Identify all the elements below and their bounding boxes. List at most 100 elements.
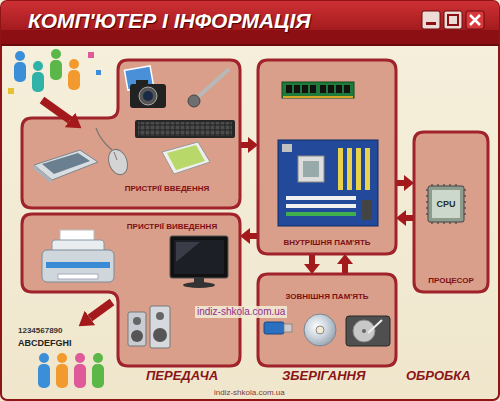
stage-caption: ПЕРЕДАЧА: [146, 369, 218, 384]
ram-module-icon: [336, 85, 342, 93]
title-bar: [1, 30, 499, 45]
panel-outline: [22, 60, 240, 208]
title-bar: [1, 44, 499, 46]
motherboard-icon: [286, 212, 356, 216]
monitor-icon: [176, 242, 200, 262]
flow-arrow: [42, 100, 70, 120]
ram-module-icon: [282, 82, 354, 98]
panel-label: ВНУТРІШНЯ ПАМ'ЯТЬ: [283, 238, 370, 248]
audience-people: [92, 364, 104, 388]
motherboard-icon: [303, 161, 319, 177]
information-people: [96, 70, 101, 75]
audience-people: [57, 353, 67, 363]
hard-drive-icon: [353, 320, 375, 342]
chip-label: CPU: [428, 199, 464, 209]
watermark: indiz-shkola.com.ua: [195, 306, 287, 318]
title-wrap: КОМП'ЮТЕР І ІНФОРМАЦІЯ: [28, 9, 311, 33]
printer-icon: [58, 274, 98, 279]
mouse-icon: [105, 147, 131, 178]
hard-drive-icon: [362, 329, 366, 333]
cpu-chip-icon: [426, 184, 466, 224]
panel-label: ПРИСТРІЇ ВИВЕДЕННЯ: [127, 222, 217, 232]
scanner-icon: [34, 150, 98, 180]
panel-outline: [258, 60, 396, 254]
panel-outline: [258, 60, 396, 254]
information-people: [88, 52, 94, 58]
motherboard-icon: [365, 148, 370, 190]
flow-arrow: [90, 302, 112, 318]
window-buttons: [448, 15, 458, 25]
audience-people: [93, 353, 103, 363]
window-buttons: [444, 11, 462, 29]
ram-module-icon: [286, 85, 292, 93]
information-people: [68, 70, 80, 90]
window-title: КОМП'ЮТЕР І ІНФОРМАЦІЯ: [28, 9, 311, 33]
ram-module-icon: [344, 85, 350, 93]
motherboard-icon: [282, 144, 292, 152]
information-people: [8, 49, 101, 94]
letters-sample: ABCDEFGHI: [18, 338, 72, 348]
printer-icon: [42, 250, 114, 282]
motherboard-icon: [278, 140, 378, 226]
printer-icon: [42, 230, 114, 282]
motherboard-icon: [362, 200, 372, 220]
cpu-chip-icon: [428, 186, 464, 222]
keyboard-icon: [135, 120, 235, 138]
monitor-icon: [174, 240, 224, 274]
microphone-icon: [188, 95, 200, 107]
information-people: [15, 51, 25, 61]
motherboard-icon: [286, 204, 356, 208]
stage-caption: ПЕРЕДАЧА: [146, 369, 218, 384]
usb-stick-icon: [264, 322, 292, 334]
camera-icon: [124, 66, 166, 108]
scanner-icon: [34, 150, 98, 184]
panel-outline: [258, 274, 396, 366]
tablet-icon: [162, 142, 210, 174]
internal-memory-panel: ВНУТРІШНЯ ПАМ'ЯТЬ: [258, 60, 396, 254]
printer-icon: [52, 240, 104, 254]
ram-module-icon: [282, 82, 354, 98]
hard-drive-icon: [346, 316, 390, 346]
camera-icon: [136, 80, 148, 85]
ram-module-icon: [302, 85, 308, 93]
audience-people: [74, 364, 86, 388]
external-memory-panel: ЗОВНІШНЯ ПАМ'ЯТЬ: [258, 274, 396, 366]
panel-outline: [414, 132, 488, 292]
cd-disc-icon: [304, 314, 336, 346]
information-people: [51, 49, 61, 59]
chip-label: CPU: [428, 199, 464, 209]
information-people: [50, 60, 62, 80]
camera-icon: [139, 87, 157, 105]
cd-disc-icon: [304, 314, 336, 346]
monitor-icon: [170, 236, 228, 288]
microphone-icon: [198, 70, 228, 97]
scanner-icon: [42, 153, 90, 174]
panel-label: ПРИСТРІЇ ВВЕДЕННЯ: [125, 184, 210, 194]
speakers-icon: [150, 306, 170, 348]
keyboard-icon: [138, 122, 232, 136]
printer-icon: [60, 230, 94, 244]
ram-module-icon: [320, 85, 326, 93]
stage-caption: ОБРОБКА: [406, 369, 471, 384]
motherboard-icon: [278, 140, 378, 226]
ram-module-icon: [328, 85, 334, 93]
tablet-icon: [162, 142, 210, 174]
information-people: [14, 62, 26, 82]
speakers-icon: [128, 312, 146, 346]
watermark: indiz-shkola.com.ua: [214, 388, 285, 397]
mouse-icon: [114, 152, 117, 160]
speakers-icon: [128, 306, 170, 348]
digits-sample: 1234567890: [18, 326, 63, 335]
panel-outline: [258, 274, 396, 366]
usb-stick-icon: [264, 322, 284, 334]
title-bar: [1, 1, 499, 45]
panel-label: ЗОВНІШНЯ ПАМ'ЯТЬ: [285, 292, 368, 302]
ram-module-icon: [294, 85, 300, 93]
motherboard-icon: [298, 156, 324, 182]
information-people: [33, 61, 43, 71]
